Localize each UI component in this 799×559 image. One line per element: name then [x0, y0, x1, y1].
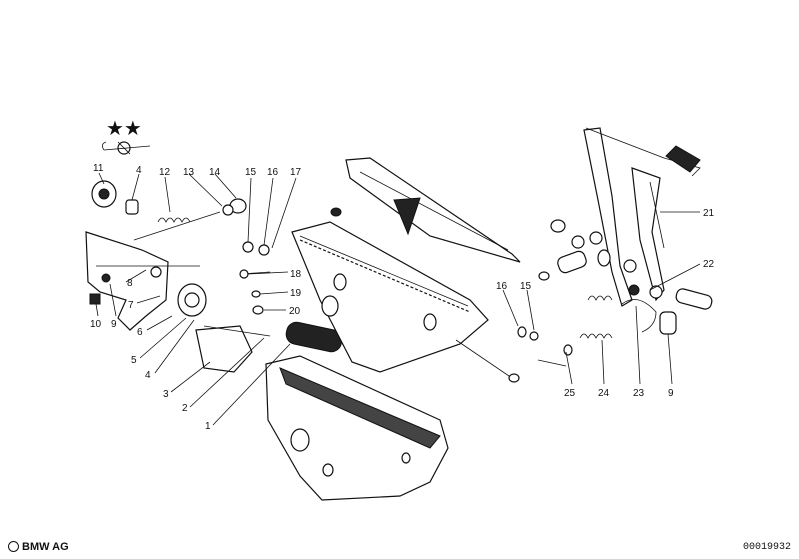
callout-2: 2	[182, 403, 188, 414]
callout-12: 12	[159, 167, 171, 178]
pedal-box-housing	[291, 221, 489, 373]
callout-7: 7	[128, 300, 134, 311]
stars-symbol: ★★	[106, 116, 142, 140]
callout-labels: 11 4 12 13 14 15 16 17 18 19 20 8 7 6 5 …	[90, 163, 715, 432]
copyright-logo-icon	[8, 541, 19, 552]
leader-lines	[95, 172, 701, 426]
washer-part	[242, 241, 254, 253]
callout-20: 20	[289, 306, 301, 317]
callout-4b: 4	[145, 370, 151, 381]
callout-3: 3	[163, 389, 169, 400]
callout-19: 19	[290, 288, 302, 299]
callout-24: 24	[598, 388, 610, 399]
callout-5: 5	[131, 355, 137, 366]
callout-16: 16	[267, 167, 279, 178]
callout-6: 6	[137, 327, 143, 338]
pedal-box-assembly	[265, 157, 521, 501]
callout-13: 13	[183, 167, 195, 178]
return-spring-part	[579, 333, 613, 339]
callout-15b: 15	[520, 281, 532, 292]
clip-part-right	[659, 311, 677, 335]
document-number: 00019932	[742, 542, 791, 553]
callout-17: 17	[290, 167, 302, 178]
nut-part	[89, 293, 101, 305]
pivot-bushing-part	[557, 250, 587, 274]
spring-part	[157, 217, 191, 223]
clutch-pedal-arm	[583, 127, 633, 307]
callout-22: 22	[703, 259, 715, 270]
bracket-part	[621, 299, 657, 333]
callout-23: 23	[633, 388, 645, 399]
callout-11: 11	[93, 163, 104, 174]
key-icon	[102, 141, 151, 155]
clip-part	[125, 199, 139, 215]
callout-18: 18	[290, 269, 302, 280]
callout-8: 8	[127, 278, 133, 289]
reservoir-part	[195, 325, 253, 373]
brand-footer: BMW AG	[8, 541, 69, 553]
callout-9: 9	[111, 319, 117, 330]
brake-pedal-arm	[631, 167, 665, 302]
model-symbol-group: ★★	[102, 116, 151, 155]
callout-4: 4	[136, 165, 142, 176]
left-pedal-assembly	[85, 180, 361, 373]
callout-21: 21	[703, 208, 715, 219]
callout-14: 14	[209, 167, 221, 178]
upper-cover-part	[345, 157, 521, 263]
brand-text: BMW AG	[22, 541, 69, 553]
right-pedal-assembly	[517, 127, 713, 367]
callout-16b: 16	[496, 281, 508, 292]
callout-9b: 9	[668, 388, 674, 399]
callout-15: 15	[245, 167, 257, 178]
pedal-pad-part	[665, 145, 701, 173]
callout-1: 1	[205, 421, 211, 432]
pivot-pin-part	[675, 288, 713, 310]
callout-25: 25	[564, 388, 576, 399]
callout-10: 10	[90, 319, 102, 330]
